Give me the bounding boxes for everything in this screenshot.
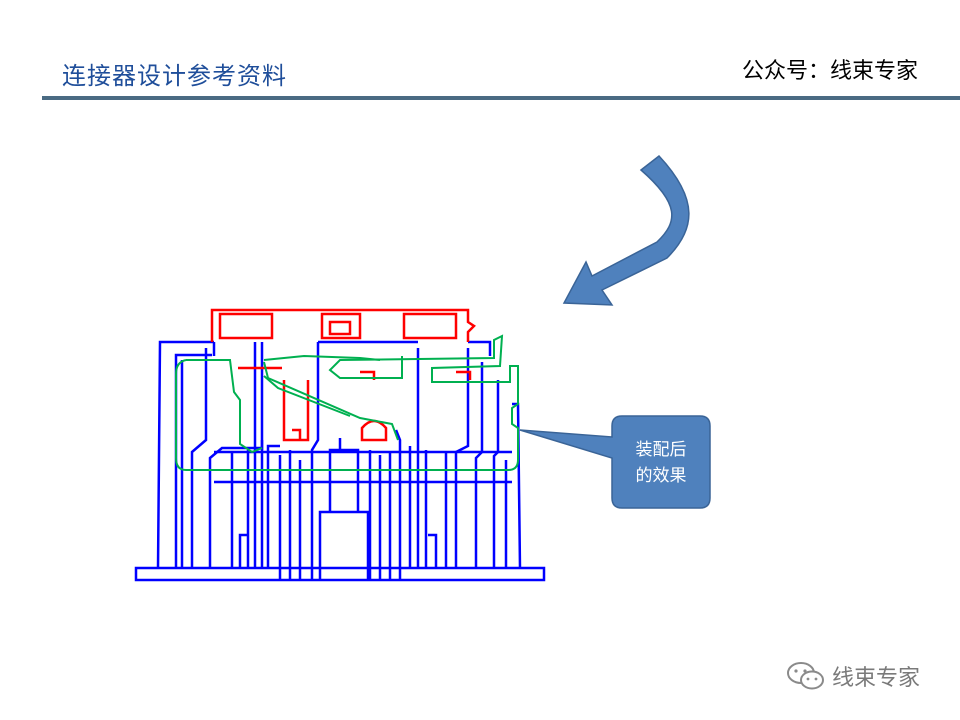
watermark: 线束专家 xyxy=(786,660,920,692)
callout-line-1: 装配后 xyxy=(635,440,687,460)
callout-box xyxy=(519,415,711,509)
wechat-icon xyxy=(787,662,824,690)
watermark-text: 线束专家 xyxy=(832,666,921,691)
terminal-outline xyxy=(210,308,476,442)
curved-arrow-icon xyxy=(562,154,690,306)
callout-text: 装配后 的效果 xyxy=(612,437,710,489)
mated-part-outline xyxy=(175,334,519,471)
callout-line-2: 的效果 xyxy=(635,466,687,486)
housing-outline xyxy=(134,340,546,582)
slide-title: 连接器设计参考资料 xyxy=(62,62,287,90)
header-divider xyxy=(42,96,960,100)
account-label: 公众号：线束专家 xyxy=(741,59,918,84)
